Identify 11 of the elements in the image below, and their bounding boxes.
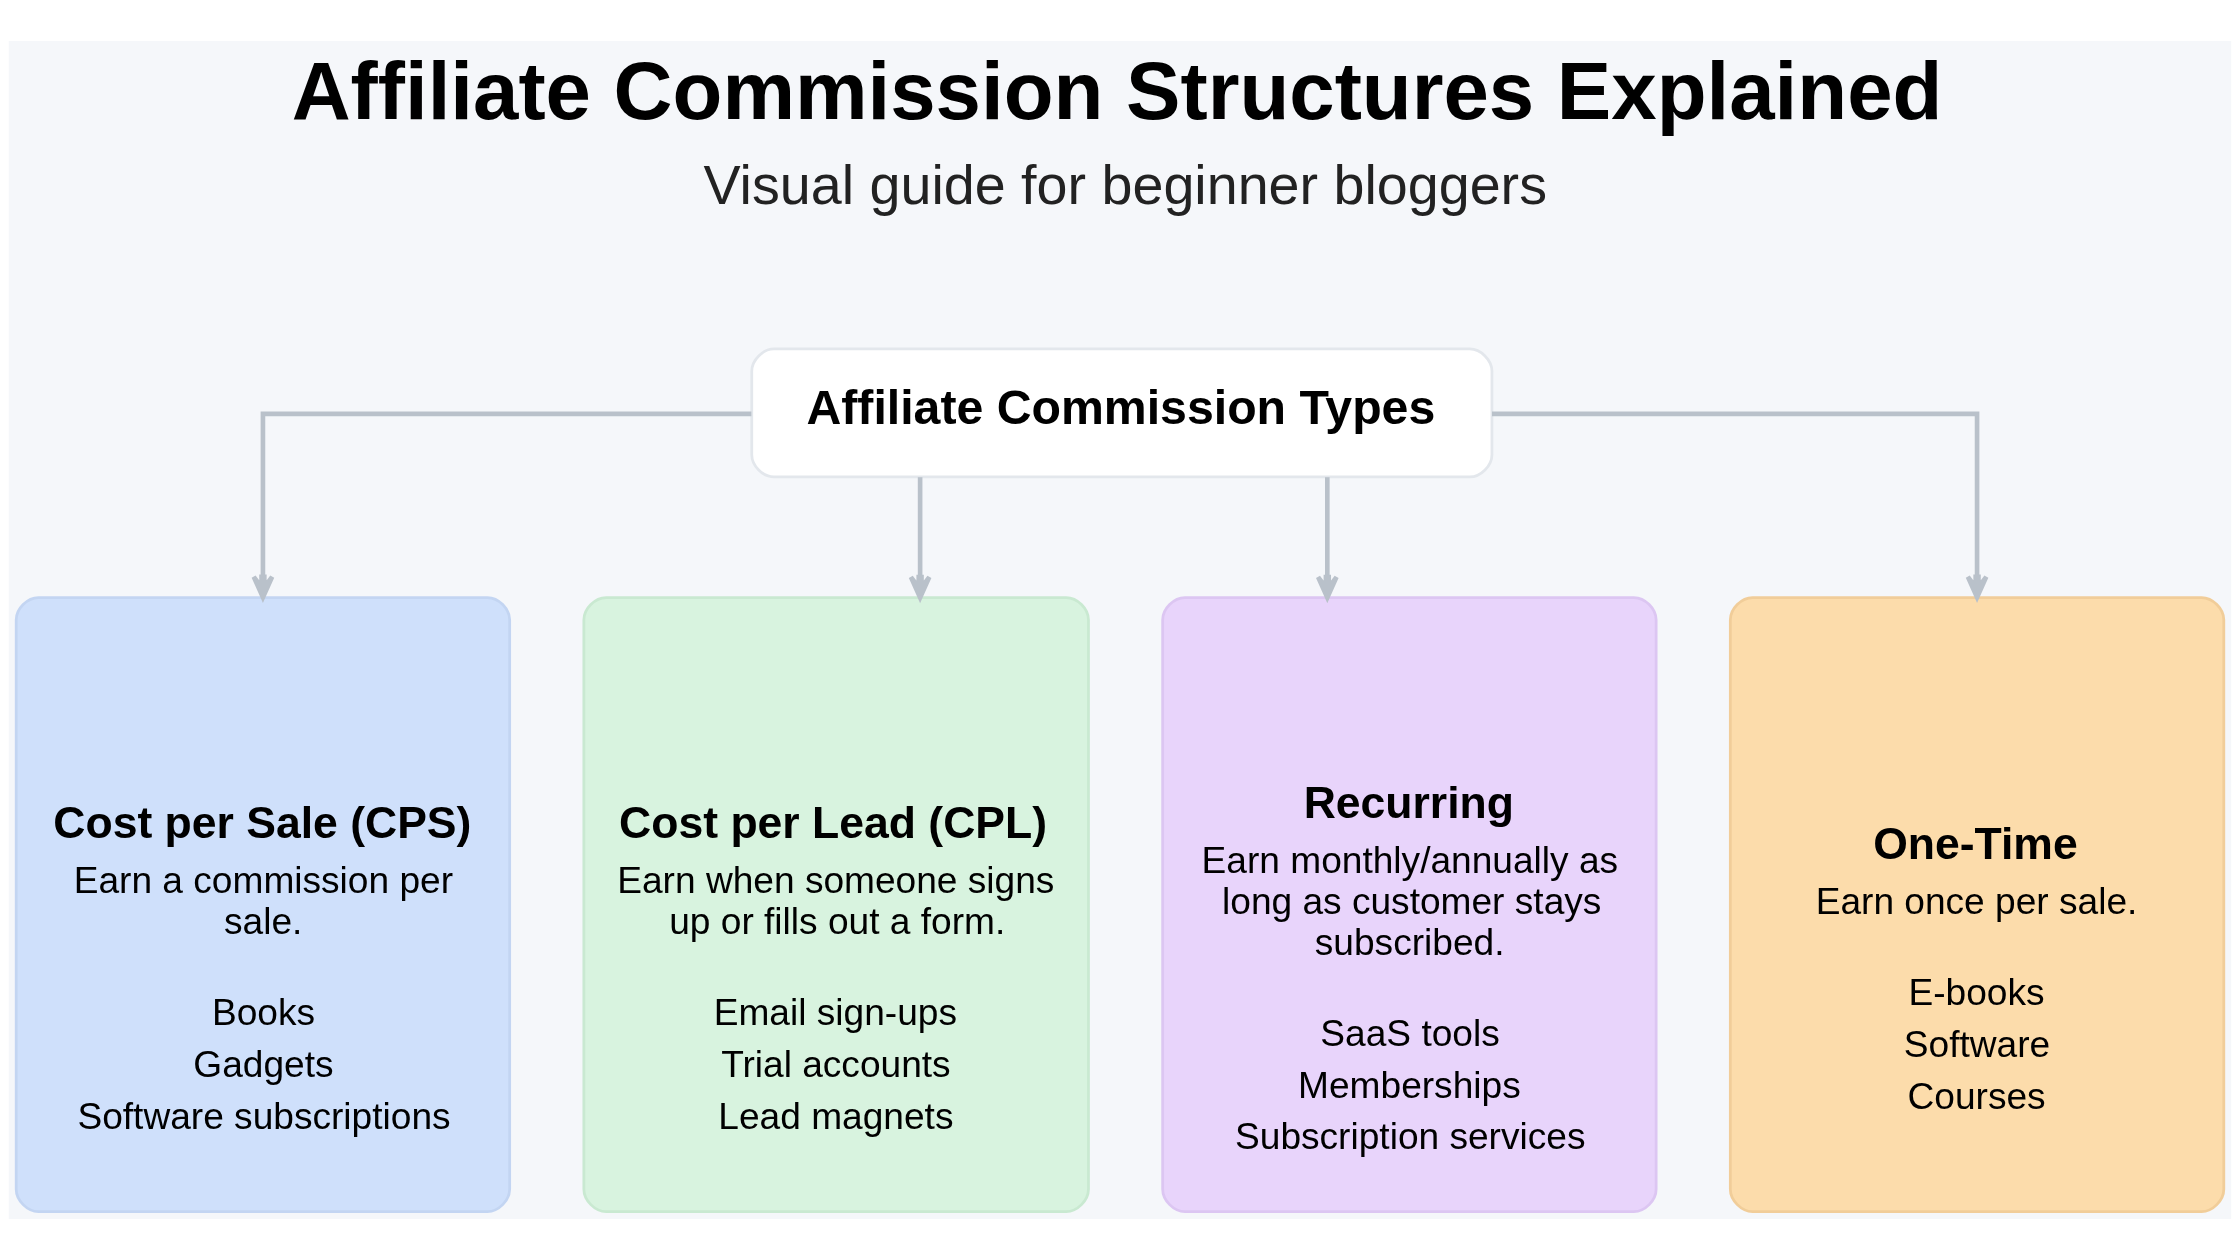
label: Visual guide for beginner bloggers [703, 154, 1547, 217]
node-box: Cost per Lead (CPL) Earn when someone signs up or fills out a form. Email sign-ups Trial accounts Lead magnets [582, 596, 1090, 1213]
arrow [251, 411, 752, 600]
node-box: One-Time Earn once per sale. E-books Software Courses [1728, 596, 2226, 1213]
arrow [908, 477, 932, 600]
arrow [1492, 411, 1989, 600]
node-box: Recurring Earn monthly/annually as long as customer stays subscribed. SaaS tools Memberships Subscription services [1161, 596, 1658, 1213]
node-box: Affiliate Commission Types [750, 347, 1494, 479]
node-box: Cost per Sale (CPS) Earn a commission per sale. Books Gadgets Software subscriptions [14, 596, 512, 1213]
arrow [1315, 477, 1339, 600]
diagram-title: Affiliate Commission Structures Explained [291, 45, 1943, 137]
